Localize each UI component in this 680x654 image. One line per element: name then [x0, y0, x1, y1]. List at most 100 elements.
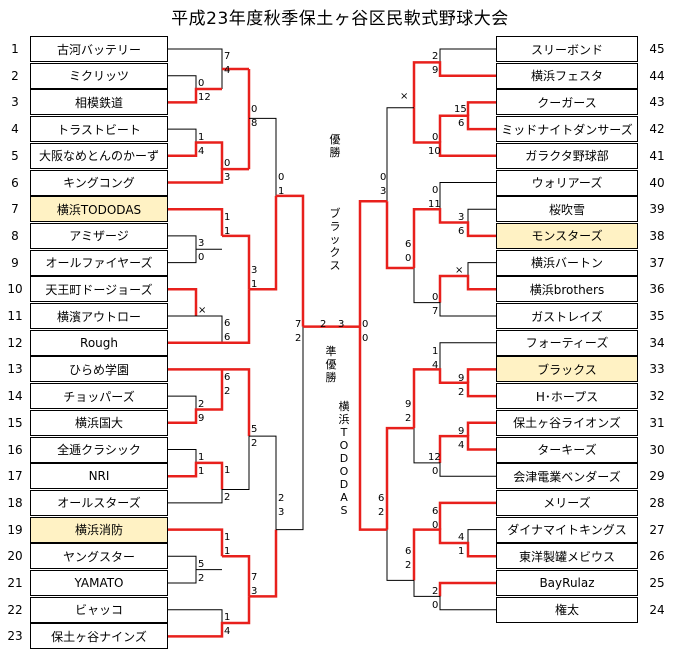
- score: 6: [378, 493, 385, 504]
- score: 0: [432, 466, 439, 477]
- seed-number: 16: [7, 442, 23, 457]
- bracket-line: [168, 395, 197, 410]
- team-box: 横浜brothers: [496, 276, 638, 303]
- winner-path: [249, 529, 278, 598]
- team-box: アミザージ: [30, 222, 168, 249]
- score: 0: [362, 333, 369, 344]
- score: 3: [458, 212, 465, 223]
- seed-number: 32: [649, 389, 665, 404]
- score: 9: [458, 426, 465, 437]
- seed-number: 30: [649, 442, 665, 457]
- score: 1: [278, 186, 285, 197]
- winner-path: [168, 141, 224, 170]
- team-box: NRI: [30, 463, 168, 490]
- seed-number: 11: [7, 309, 23, 323]
- score: 5: [198, 559, 205, 570]
- score: 6: [224, 318, 231, 329]
- seed-number: 24: [649, 602, 665, 617]
- runner-up-label: 準優勝: [325, 345, 337, 384]
- seed-number: 38: [649, 228, 665, 243]
- team-box: ひらめ学園: [30, 356, 168, 383]
- bracket-line: [249, 435, 277, 530]
- team-box: フォーティーズ: [496, 329, 638, 356]
- winner-path: [438, 581, 496, 597]
- seed-number: 18: [7, 495, 23, 510]
- winner-path: [168, 167, 249, 184]
- score: 6: [224, 332, 231, 343]
- score: 1: [224, 546, 231, 557]
- seed-number: 37: [649, 255, 665, 270]
- winner-path: [412, 107, 496, 158]
- score: 6: [432, 506, 439, 517]
- seed-number: 31: [649, 415, 665, 430]
- seed-number: 29: [649, 469, 665, 484]
- bracket-line: [386, 107, 414, 202]
- score: 3: [278, 507, 285, 518]
- bracket-line: [386, 529, 414, 581]
- seed-number: 43: [649, 95, 665, 110]
- score: 2: [405, 560, 412, 571]
- team-box: オールスターズ: [30, 489, 168, 516]
- winner-path: [168, 207, 224, 236]
- bracket-line: [168, 128, 197, 143]
- team-box: ミッドナイトダンサーズ: [496, 116, 638, 143]
- seed-number: 17: [7, 469, 23, 484]
- seed-number: 23: [7, 629, 23, 644]
- winner-path: [385, 201, 414, 270]
- score: 2: [432, 51, 439, 62]
- team-box: 全逓クラシック: [30, 436, 168, 463]
- team-box: チョッパーズ: [30, 383, 168, 410]
- score: 4: [458, 532, 465, 543]
- score: 0: [251, 104, 258, 115]
- score: 9: [432, 65, 439, 76]
- score: 5: [251, 424, 258, 435]
- team-box: ダイナマイトキングス: [496, 516, 638, 543]
- seed-number: 5: [11, 148, 19, 163]
- winner-path: [168, 461, 224, 490]
- score: 0: [432, 520, 439, 531]
- bracket-line: [168, 555, 197, 570]
- team-box: 横浜TODODAS: [30, 196, 168, 223]
- bracket-line: [249, 117, 277, 196]
- score: 11: [428, 199, 441, 210]
- score: 3: [198, 238, 205, 249]
- score: 6: [458, 226, 465, 237]
- team-box: ターキーズ: [496, 436, 638, 463]
- winner-path: [412, 61, 496, 108]
- score: 1: [198, 452, 205, 463]
- team-box: 保土ヶ谷ライオンズ: [496, 409, 638, 436]
- bracket-line: [439, 48, 496, 63]
- team-box: 横浜消防: [30, 516, 168, 543]
- seed-number: 27: [649, 522, 665, 537]
- seed-number: 3: [11, 95, 19, 110]
- team-box: ミクリッツ: [30, 62, 168, 89]
- bracket-line: [467, 208, 496, 223]
- final-score-right: 3: [338, 319, 345, 330]
- seed-number: 2: [11, 68, 19, 83]
- champion-label: 優勝: [329, 133, 341, 159]
- team-box: ビャッコ: [30, 596, 168, 623]
- seed-number: 20: [7, 549, 23, 564]
- score: ×: [400, 91, 409, 102]
- score: 0: [380, 172, 387, 183]
- page-title: 平成23年度秋季保土ヶ谷区民軟式野球大会: [171, 9, 509, 29]
- team-box: 横浜フェスタ: [496, 62, 638, 89]
- bracket-line: [413, 580, 496, 611]
- seed-number: 21: [7, 576, 23, 590]
- score: 0: [362, 319, 369, 330]
- score: 7: [224, 51, 231, 62]
- score: 9: [198, 413, 205, 424]
- seed-number: 28: [649, 495, 665, 510]
- score: 4: [224, 65, 231, 76]
- bracket-line: [413, 428, 496, 477]
- winner-path: [168, 368, 251, 437]
- seed-number: 19: [7, 522, 23, 537]
- score: 15: [454, 104, 467, 115]
- winner-path: [168, 87, 222, 104]
- score: 1: [224, 212, 231, 223]
- seed-number: 8: [11, 228, 19, 243]
- team-box: ブラックス: [496, 356, 638, 383]
- team-box: 古河バッテリー: [30, 36, 168, 62]
- team-box: オールファイヤーズ: [30, 249, 168, 276]
